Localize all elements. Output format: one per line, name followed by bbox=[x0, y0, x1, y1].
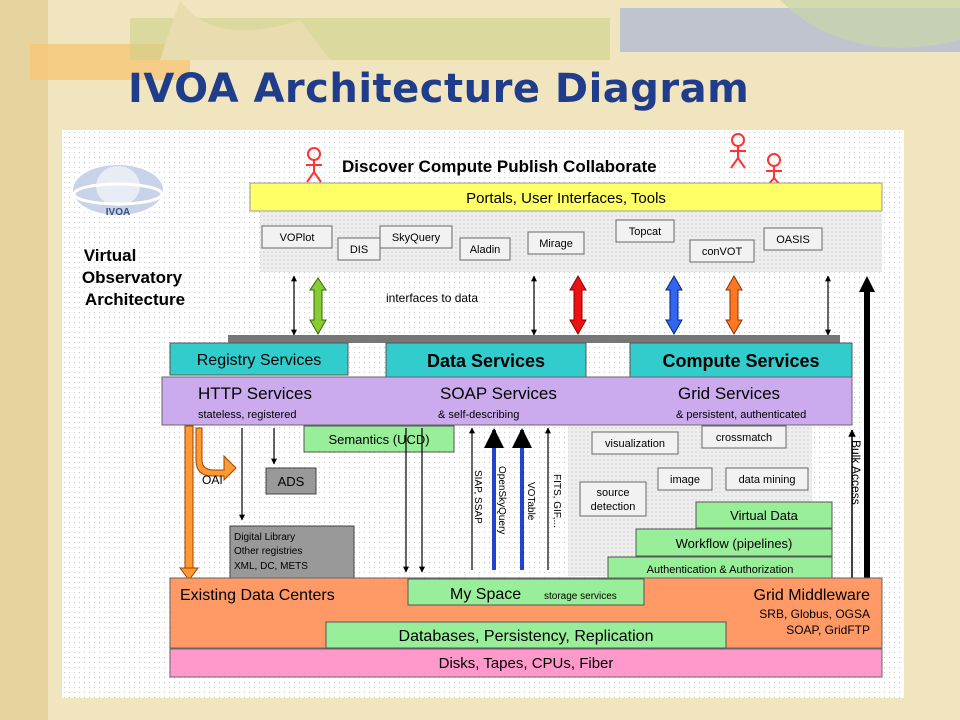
workflow-box bbox=[635, 528, 833, 557]
http-services-label: HTTP Services bbox=[198, 384, 312, 403]
compute-services-label: Compute Services bbox=[662, 351, 819, 371]
leaf-decor bbox=[160, 0, 330, 60]
tool-convot bbox=[689, 239, 755, 263]
virtual-data-label: Virtual Data bbox=[730, 508, 798, 523]
grid-services-sub: & persistent, authenticated bbox=[676, 409, 806, 421]
tool-image-label: image bbox=[670, 474, 700, 486]
side-label-line1: Virtual bbox=[84, 246, 137, 265]
grid-services-label: Grid Services bbox=[678, 384, 780, 403]
siap-label: SIAP, SSAP bbox=[472, 470, 483, 524]
databases-label: Databases, Persistency, Replication bbox=[399, 628, 654, 645]
protocols-bar bbox=[161, 376, 853, 426]
tool-voplot bbox=[261, 225, 333, 249]
tool-crossmatch bbox=[701, 425, 787, 449]
registry-services bbox=[169, 342, 349, 376]
oai-loop-arrow bbox=[195, 427, 237, 482]
tool-image bbox=[657, 467, 713, 491]
registry-services-label: Registry Services bbox=[197, 352, 321, 369]
myspace-box bbox=[407, 578, 645, 606]
portals-bar bbox=[249, 182, 883, 212]
bulk-access-arrow bbox=[859, 276, 875, 578]
databases-box bbox=[325, 621, 727, 649]
oai-label: OAI bbox=[202, 473, 223, 487]
ads-label: ADS bbox=[278, 474, 305, 489]
top-banner: Discover Compute Publish Collaborate bbox=[342, 157, 657, 176]
semantics-label: Semantics (UCD) bbox=[328, 432, 429, 447]
tool-dis-label: DIS bbox=[350, 244, 368, 256]
digital-library-line3: XML, DC, METS bbox=[234, 561, 308, 572]
leaf-decor-right bbox=[780, 0, 960, 48]
person-icon bbox=[730, 133, 746, 169]
grid-middleware-line2: SOAP, GridFTP bbox=[786, 623, 870, 637]
person-icon bbox=[306, 147, 322, 183]
virtual-data-box bbox=[695, 501, 833, 529]
myspace-sub: storage services bbox=[544, 591, 617, 602]
disks-layer bbox=[169, 648, 883, 678]
bulk-access-label: Bulk Access bbox=[849, 440, 863, 505]
existing-data-centers-label: Existing Data Centers bbox=[180, 587, 335, 604]
ads-box bbox=[265, 467, 317, 495]
compute-services bbox=[629, 342, 853, 378]
tool-mirage-label: Mirage bbox=[539, 238, 573, 250]
votable-label: VOTable bbox=[525, 482, 536, 521]
portals-label: Portals, User Interfaces, Tools bbox=[466, 190, 666, 207]
left-texture-strip bbox=[0, 0, 48, 720]
architecture-diagram: IVOA Virtual Observatory Architecture Di… bbox=[62, 130, 904, 698]
digital-library-box bbox=[229, 525, 355, 581]
thick-arrow-red bbox=[569, 274, 587, 336]
data-service-lines bbox=[403, 427, 551, 573]
tool-topcat-label: Topcat bbox=[629, 226, 661, 238]
tool-skyquery-label: SkyQuery bbox=[392, 232, 441, 244]
tool-data-mining-label: data mining bbox=[739, 474, 796, 486]
tool-source-detection-line1: source bbox=[596, 487, 629, 499]
thick-arrow-green bbox=[309, 277, 327, 336]
tool-data-mining bbox=[725, 467, 809, 491]
data-services bbox=[385, 342, 587, 378]
workflow-label: Workflow (pipelines) bbox=[676, 536, 793, 551]
thick-arrow-blue bbox=[665, 274, 683, 336]
side-label-line3: Architecture bbox=[85, 290, 185, 309]
soap-services-sub: & self-describing bbox=[438, 409, 519, 421]
tool-dis bbox=[337, 237, 381, 261]
tool-oasis-label: OASIS bbox=[776, 234, 810, 246]
grid-middleware-line1: SRB, Globus, OGSA bbox=[759, 607, 870, 621]
openskyquery-label: OpenSkyQuery bbox=[496, 466, 507, 534]
tool-oasis bbox=[763, 227, 823, 251]
thick-arrow-orange bbox=[725, 274, 743, 336]
data-services-label: Data Services bbox=[427, 351, 545, 371]
logo-text: IVOA bbox=[106, 207, 130, 218]
tool-aladin bbox=[459, 237, 511, 261]
semantics-box bbox=[303, 425, 455, 453]
tool-aladin-label: Aladin bbox=[470, 244, 501, 256]
tool-voplot-label: VOPlot bbox=[280, 232, 315, 244]
tool-convot-label: conVOT bbox=[702, 246, 743, 258]
fits-label: FITS, GIF,... bbox=[551, 474, 562, 528]
tool-skyquery bbox=[379, 225, 453, 249]
tool-visualization-label: visualization bbox=[605, 438, 665, 450]
digital-library-line2: Other registries bbox=[234, 546, 302, 557]
digital-library-line1: Digital Library bbox=[234, 532, 295, 543]
disks-label: Disks, Tapes, CPUs, Fiber bbox=[439, 655, 614, 672]
interfaces-label: interfaces to data bbox=[386, 291, 478, 305]
grid-middleware-title: Grid Middleware bbox=[754, 587, 871, 604]
side-label-line2: Observatory bbox=[82, 268, 183, 287]
tool-visualization bbox=[591, 431, 679, 455]
myspace-label: My Space bbox=[450, 586, 521, 603]
tool-source-detection bbox=[579, 481, 647, 517]
tool-arrows bbox=[291, 275, 831, 336]
orange-down-arrow bbox=[179, 425, 199, 581]
page-title: IVOA Architecture Diagram bbox=[128, 66, 750, 112]
tool-mirage bbox=[527, 231, 585, 255]
services-top-rail bbox=[228, 335, 840, 343]
http-services-sub: stateless, registered bbox=[198, 409, 296, 421]
auth-label: Authentication & Authorization bbox=[647, 564, 794, 576]
tool-topcat bbox=[615, 219, 675, 243]
soap-services-label: SOAP Services bbox=[440, 384, 557, 403]
tool-crossmatch-label: crossmatch bbox=[716, 432, 772, 444]
ivoa-logo: IVOA bbox=[71, 163, 165, 218]
tool-source-detection-line2: detection bbox=[591, 501, 636, 513]
